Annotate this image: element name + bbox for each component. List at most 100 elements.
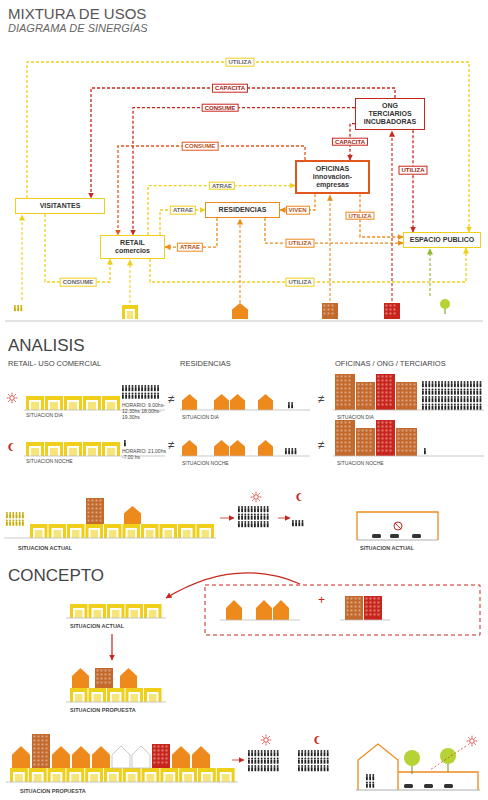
person-icon	[422, 389, 424, 395]
office-window	[358, 392, 360, 394]
relation-label: CAPACITA	[212, 84, 248, 93]
office-window	[370, 388, 372, 390]
shop-icon	[64, 396, 82, 410]
shop-icon	[107, 604, 125, 618]
office-window	[386, 400, 388, 402]
person-icon	[244, 521, 246, 527]
office-window	[402, 396, 404, 398]
person-icon	[254, 514, 256, 520]
office-window	[97, 678, 99, 680]
person-icon	[476, 389, 478, 395]
office-window	[414, 400, 416, 402]
shop-icon	[178, 524, 196, 538]
shop-icon	[30, 524, 48, 538]
office-window	[414, 430, 416, 432]
section-heading: ANALISIS	[8, 336, 85, 356]
person-icon	[372, 782, 374, 788]
office-window	[410, 388, 412, 390]
office-window	[345, 400, 347, 402]
person-icon	[295, 448, 297, 454]
box-text: ESPACIO PUBLICO	[408, 236, 476, 244]
office-icon	[335, 420, 355, 456]
office-window	[162, 746, 164, 748]
office-window	[410, 384, 412, 386]
shop-window	[75, 610, 83, 618]
office-window	[345, 404, 347, 406]
office-window	[349, 404, 351, 406]
office-window	[386, 305, 388, 307]
relation-arrow	[91, 88, 395, 198]
person-icon	[438, 389, 440, 395]
relation-label: UTILIZA	[286, 278, 315, 287]
office-window	[88, 504, 90, 506]
person-icon	[9, 520, 11, 526]
office-window	[386, 384, 388, 386]
office-window	[378, 380, 380, 382]
ground-line	[5, 321, 483, 322]
office-window	[42, 760, 44, 762]
person-icon	[460, 381, 462, 387]
person-icon	[141, 393, 143, 399]
office-window	[378, 446, 380, 448]
office-window	[96, 512, 98, 514]
office-icon	[396, 382, 417, 410]
caption-text: SITUACION PROPUESTA	[70, 707, 136, 713]
office-window	[378, 610, 380, 612]
office-window	[351, 598, 353, 600]
house-icon	[214, 394, 229, 410]
office-window	[34, 744, 36, 746]
moon-icon	[8, 443, 14, 451]
office-window	[154, 758, 156, 760]
office-window	[390, 422, 392, 424]
office-window	[349, 384, 351, 386]
office-window	[345, 392, 347, 394]
person-icon	[441, 404, 443, 410]
office-window	[378, 404, 380, 406]
office-window	[402, 392, 404, 394]
office-window	[362, 396, 364, 398]
office-window	[355, 610, 357, 612]
person-icon	[257, 506, 259, 512]
caption-text: OFICINAS / ONG / TERCIARIOS	[335, 360, 446, 369]
person-icon	[366, 774, 368, 780]
person-icon	[473, 389, 475, 395]
person-icon	[141, 385, 143, 391]
person-icon	[476, 381, 478, 387]
person-icon	[267, 514, 269, 520]
sun-icon	[467, 736, 478, 747]
person-icon	[261, 750, 263, 756]
office-window	[406, 442, 408, 444]
office-window	[362, 388, 364, 390]
house-icon	[273, 600, 289, 620]
office-window	[410, 396, 412, 398]
person-icon	[288, 402, 290, 408]
office-window	[162, 762, 164, 764]
person-icon	[248, 514, 250, 520]
shop-window	[88, 402, 96, 410]
person-icon	[425, 381, 427, 387]
office-window	[97, 674, 99, 676]
person-icon	[238, 521, 240, 527]
caption-text: SITUACION NOCHE	[337, 461, 384, 467]
person-icon	[125, 393, 127, 399]
office-window	[398, 384, 400, 386]
office-window	[370, 396, 372, 398]
section-heading: DIAGRAMA DE SINERGÍAS	[8, 22, 148, 35]
person-icon	[451, 396, 453, 402]
office-window	[370, 430, 372, 432]
office-window	[362, 384, 364, 386]
office-window	[378, 396, 380, 398]
office-window	[158, 746, 160, 748]
office-window	[398, 396, 400, 398]
person-icon	[308, 750, 310, 756]
person-icon	[148, 385, 150, 391]
relation-label: CAPACITA	[332, 138, 368, 147]
person-icon	[298, 520, 300, 526]
section-outline	[357, 512, 438, 540]
person-icon	[151, 393, 153, 399]
office-icon	[356, 382, 375, 410]
relation-label: UTILIZA	[399, 166, 428, 175]
office-window	[366, 434, 368, 436]
section-floor	[356, 790, 480, 791]
